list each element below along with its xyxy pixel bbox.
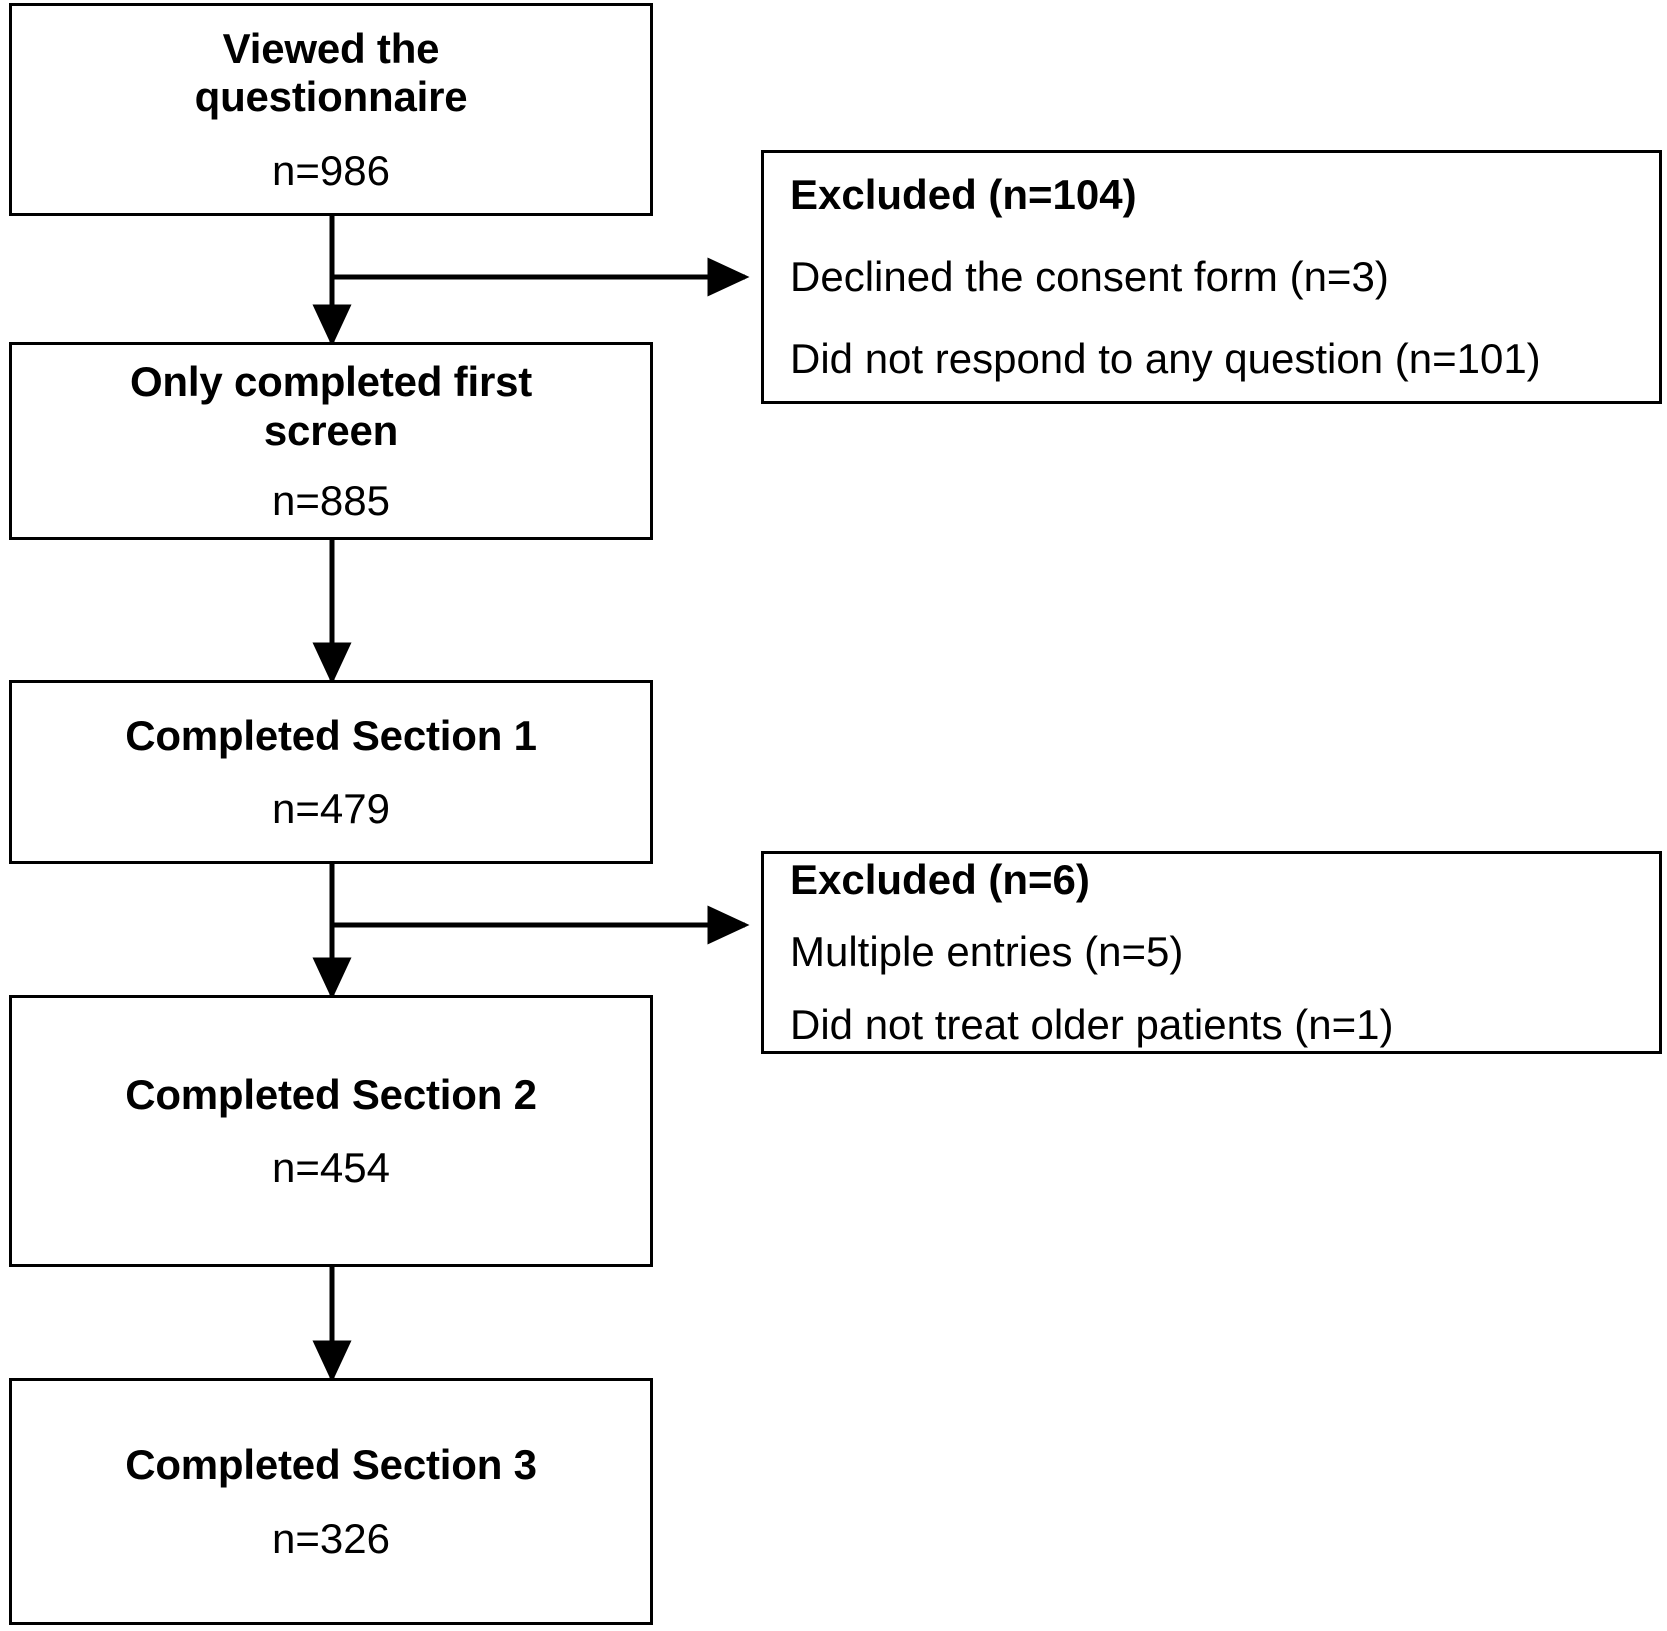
node-title: Completed Section 3 [125,1441,537,1489]
node-title: Viewed the questionnaire [194,24,468,121]
node-count: n=454 [272,1144,390,1192]
exclusion-item: Declined the consent form (n=3) [790,252,1389,300]
exclusion-box-excluded-104: Excluded (n=104) Declined the consent fo… [761,150,1662,404]
node-title: Completed Section 1 [125,711,537,759]
node-count: n=479 [272,785,390,833]
exclusion-title: Excluded (n=104) [790,170,1137,218]
node-only-completed-first-screen: Only completed first screen n=885 [9,342,653,540]
node-title: Only completed first screen [129,358,533,454]
node-count: n=326 [272,1514,390,1562]
node-completed-section-2: Completed Section 2 n=454 [9,995,653,1267]
exclusion-item: Multiple entries (n=5) [790,928,1184,976]
exclusion-box-excluded-6: Excluded (n=6) Multiple entries (n=5) Di… [761,851,1662,1054]
exclusion-title: Excluded (n=6) [790,856,1090,904]
node-count: n=885 [272,476,390,524]
node-completed-section-3: Completed Section 3 n=326 [9,1378,653,1625]
node-viewed-questionnaire: Viewed the questionnaire n=986 [9,3,653,216]
exclusion-item: Did not respond to any question (n=101) [790,335,1541,383]
node-completed-section-1: Completed Section 1 n=479 [9,680,653,864]
exclusion-item: Did not treat older patients (n=1) [790,1000,1394,1048]
node-title: Completed Section 2 [125,1070,537,1118]
node-count: n=986 [272,147,390,195]
